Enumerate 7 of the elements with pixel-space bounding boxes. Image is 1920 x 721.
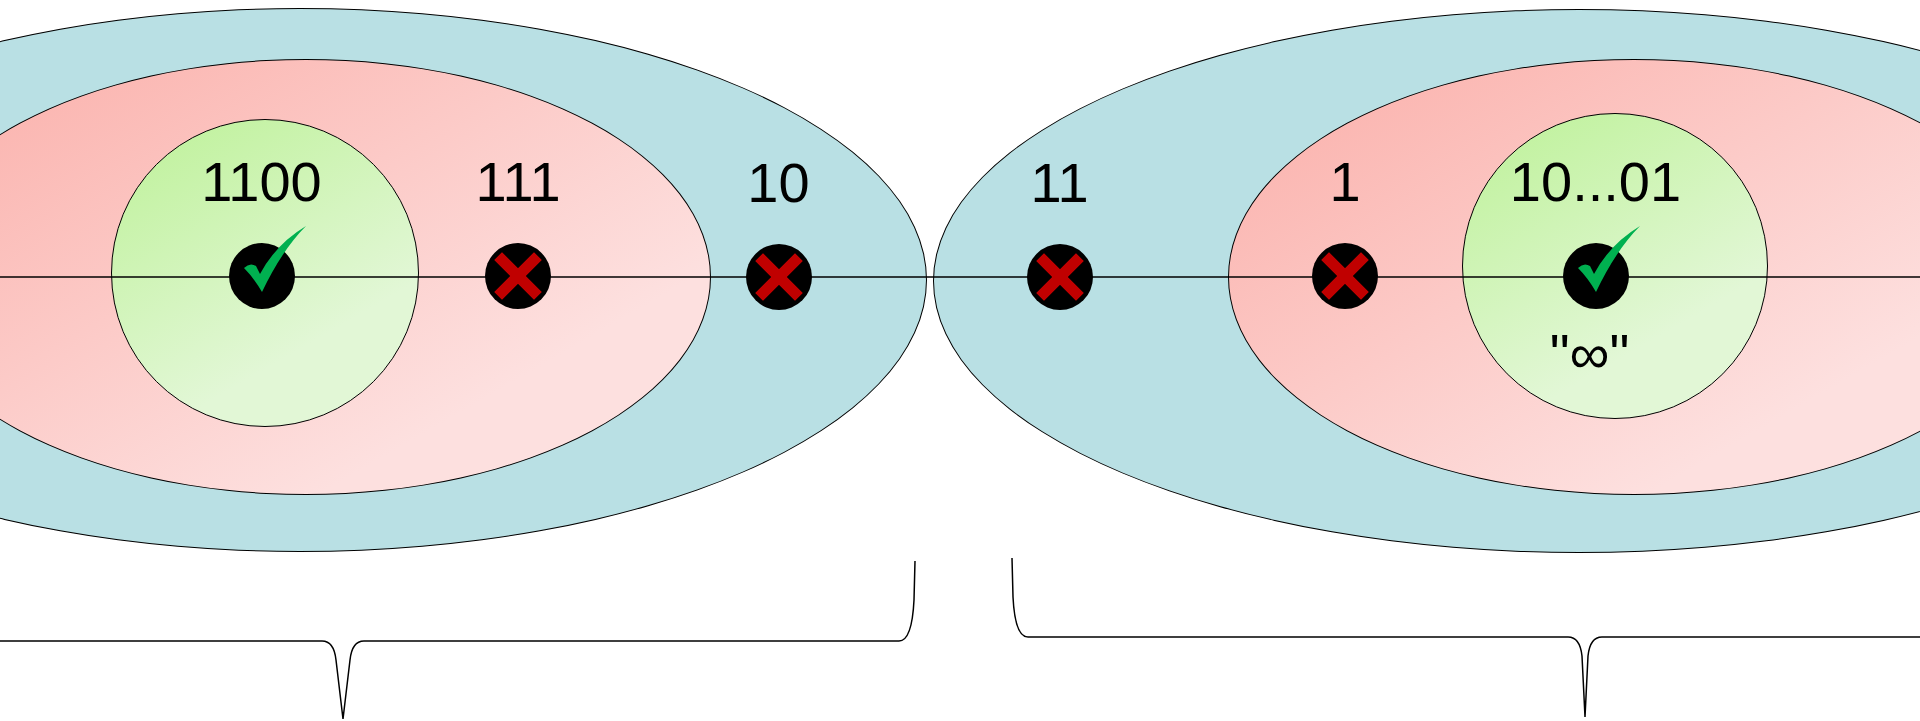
point-label: 111 [475, 152, 561, 212]
point-note: "∞" [1549, 323, 1630, 384]
point-label: 11 [1030, 152, 1089, 213]
point-label: 10...01 [1509, 151, 1682, 212]
point-label: 10 [747, 152, 810, 213]
point-label: 1 [1329, 152, 1361, 212]
point-label: 1100 [201, 151, 322, 212]
